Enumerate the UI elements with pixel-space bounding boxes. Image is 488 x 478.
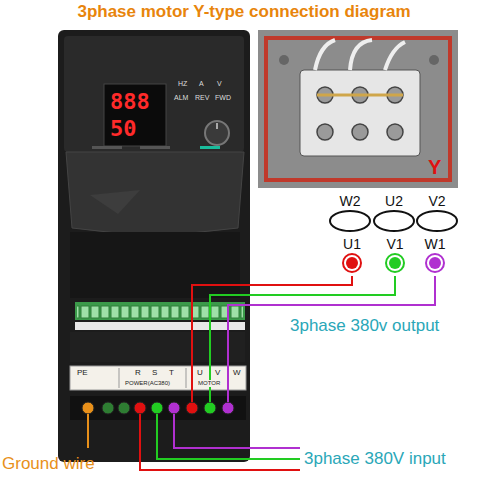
terminal-ellipse: [372, 209, 416, 233]
terminal-circle: [341, 252, 363, 274]
indicator-label: HZ: [178, 80, 187, 88]
terminal-label: W: [232, 369, 242, 378]
input-label: 3phase 380V input: [304, 450, 446, 469]
terminal-group-label: MOTOR: [197, 380, 221, 387]
led-window: [104, 84, 166, 146]
terminal-label: U: [196, 369, 204, 378]
terminal-group-label: POWER(AC380): [124, 380, 171, 387]
terminal-node: V1: [382, 236, 408, 274]
terminal-label: R: [134, 369, 142, 378]
motor-terminal-box: [258, 30, 458, 188]
terminal-node: U1: [339, 236, 365, 274]
terminal-name: V2: [413, 193, 461, 209]
terminal-name: W2: [326, 193, 374, 209]
front-panel: [64, 36, 244, 152]
terminal-node: U2: [370, 193, 418, 233]
terminal-label: PE: [76, 369, 89, 378]
control-terminal-strip: [75, 302, 245, 320]
indicator-label: REV: [195, 94, 209, 102]
inverter-body: [58, 30, 250, 462]
terminal-name: U2: [370, 193, 418, 209]
led-digits: 50: [110, 117, 137, 141]
indicator-label: A: [199, 80, 204, 88]
terminal-block: [300, 70, 420, 156]
terminal-ellipse: [328, 209, 372, 233]
output-wire-v: [210, 276, 395, 402]
terminal-name: W1: [422, 236, 448, 252]
terminal-label: V: [214, 369, 221, 378]
terminal-name: V1: [382, 236, 408, 252]
input-wire-s: [157, 414, 300, 459]
indicator-label: V: [217, 80, 222, 88]
terminal-node: V2: [413, 193, 461, 233]
ground-wire: [87, 414, 89, 448]
terminal-circle: [384, 252, 406, 274]
control-knob: [205, 121, 229, 145]
terminal-label: S: [151, 369, 158, 378]
led-digits: 888: [110, 90, 150, 114]
terminal-label-strip: [70, 366, 246, 390]
output-label: 3phase 380v output: [290, 317, 439, 336]
output-wire-w: [228, 276, 435, 402]
ground-label: Ground wire: [2, 455, 95, 474]
indicator-label: ALM: [174, 94, 188, 102]
terminal-circle: [424, 252, 446, 274]
input-wire-r: [140, 414, 300, 470]
diagram-title: 3phase motor Y-type connection diagram: [0, 3, 488, 22]
terminal-label: T: [168, 369, 175, 378]
terminal-ellipse: [415, 209, 459, 233]
connection-mark: Y: [428, 156, 441, 178]
terminal-name: U1: [339, 236, 365, 252]
cover-flap: [66, 152, 244, 234]
indicator-label: FWD: [215, 94, 231, 102]
terminal-node: W2: [326, 193, 374, 233]
terminal-node: W1: [422, 236, 448, 274]
input-wire-t: [174, 414, 300, 448]
